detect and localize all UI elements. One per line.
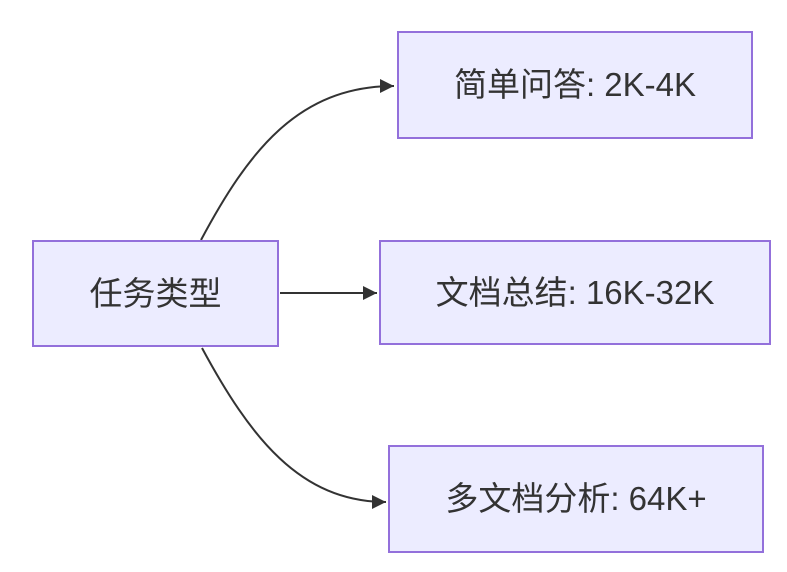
edge-tasktype-to-multidoc — [201, 347, 387, 509]
edge-tasktype-to-simpleqa — [200, 79, 395, 241]
node-simple-qa-label: 简单问答: 2K-4K — [453, 66, 697, 104]
node-multi-doc-analysis: 多文档分析: 64K+ — [388, 445, 764, 553]
node-doc-summary-label: 文档总结: 16K-32K — [435, 273, 715, 311]
node-task-type-label: 任务类型 — [89, 274, 222, 312]
node-task-type: 任务类型 — [32, 240, 279, 347]
node-doc-summary: 文档总结: 16K-32K — [379, 240, 771, 345]
node-multi-doc-analysis-label: 多文档分析: 64K+ — [445, 480, 707, 518]
node-simple-qa: 简单问答: 2K-4K — [397, 31, 753, 139]
